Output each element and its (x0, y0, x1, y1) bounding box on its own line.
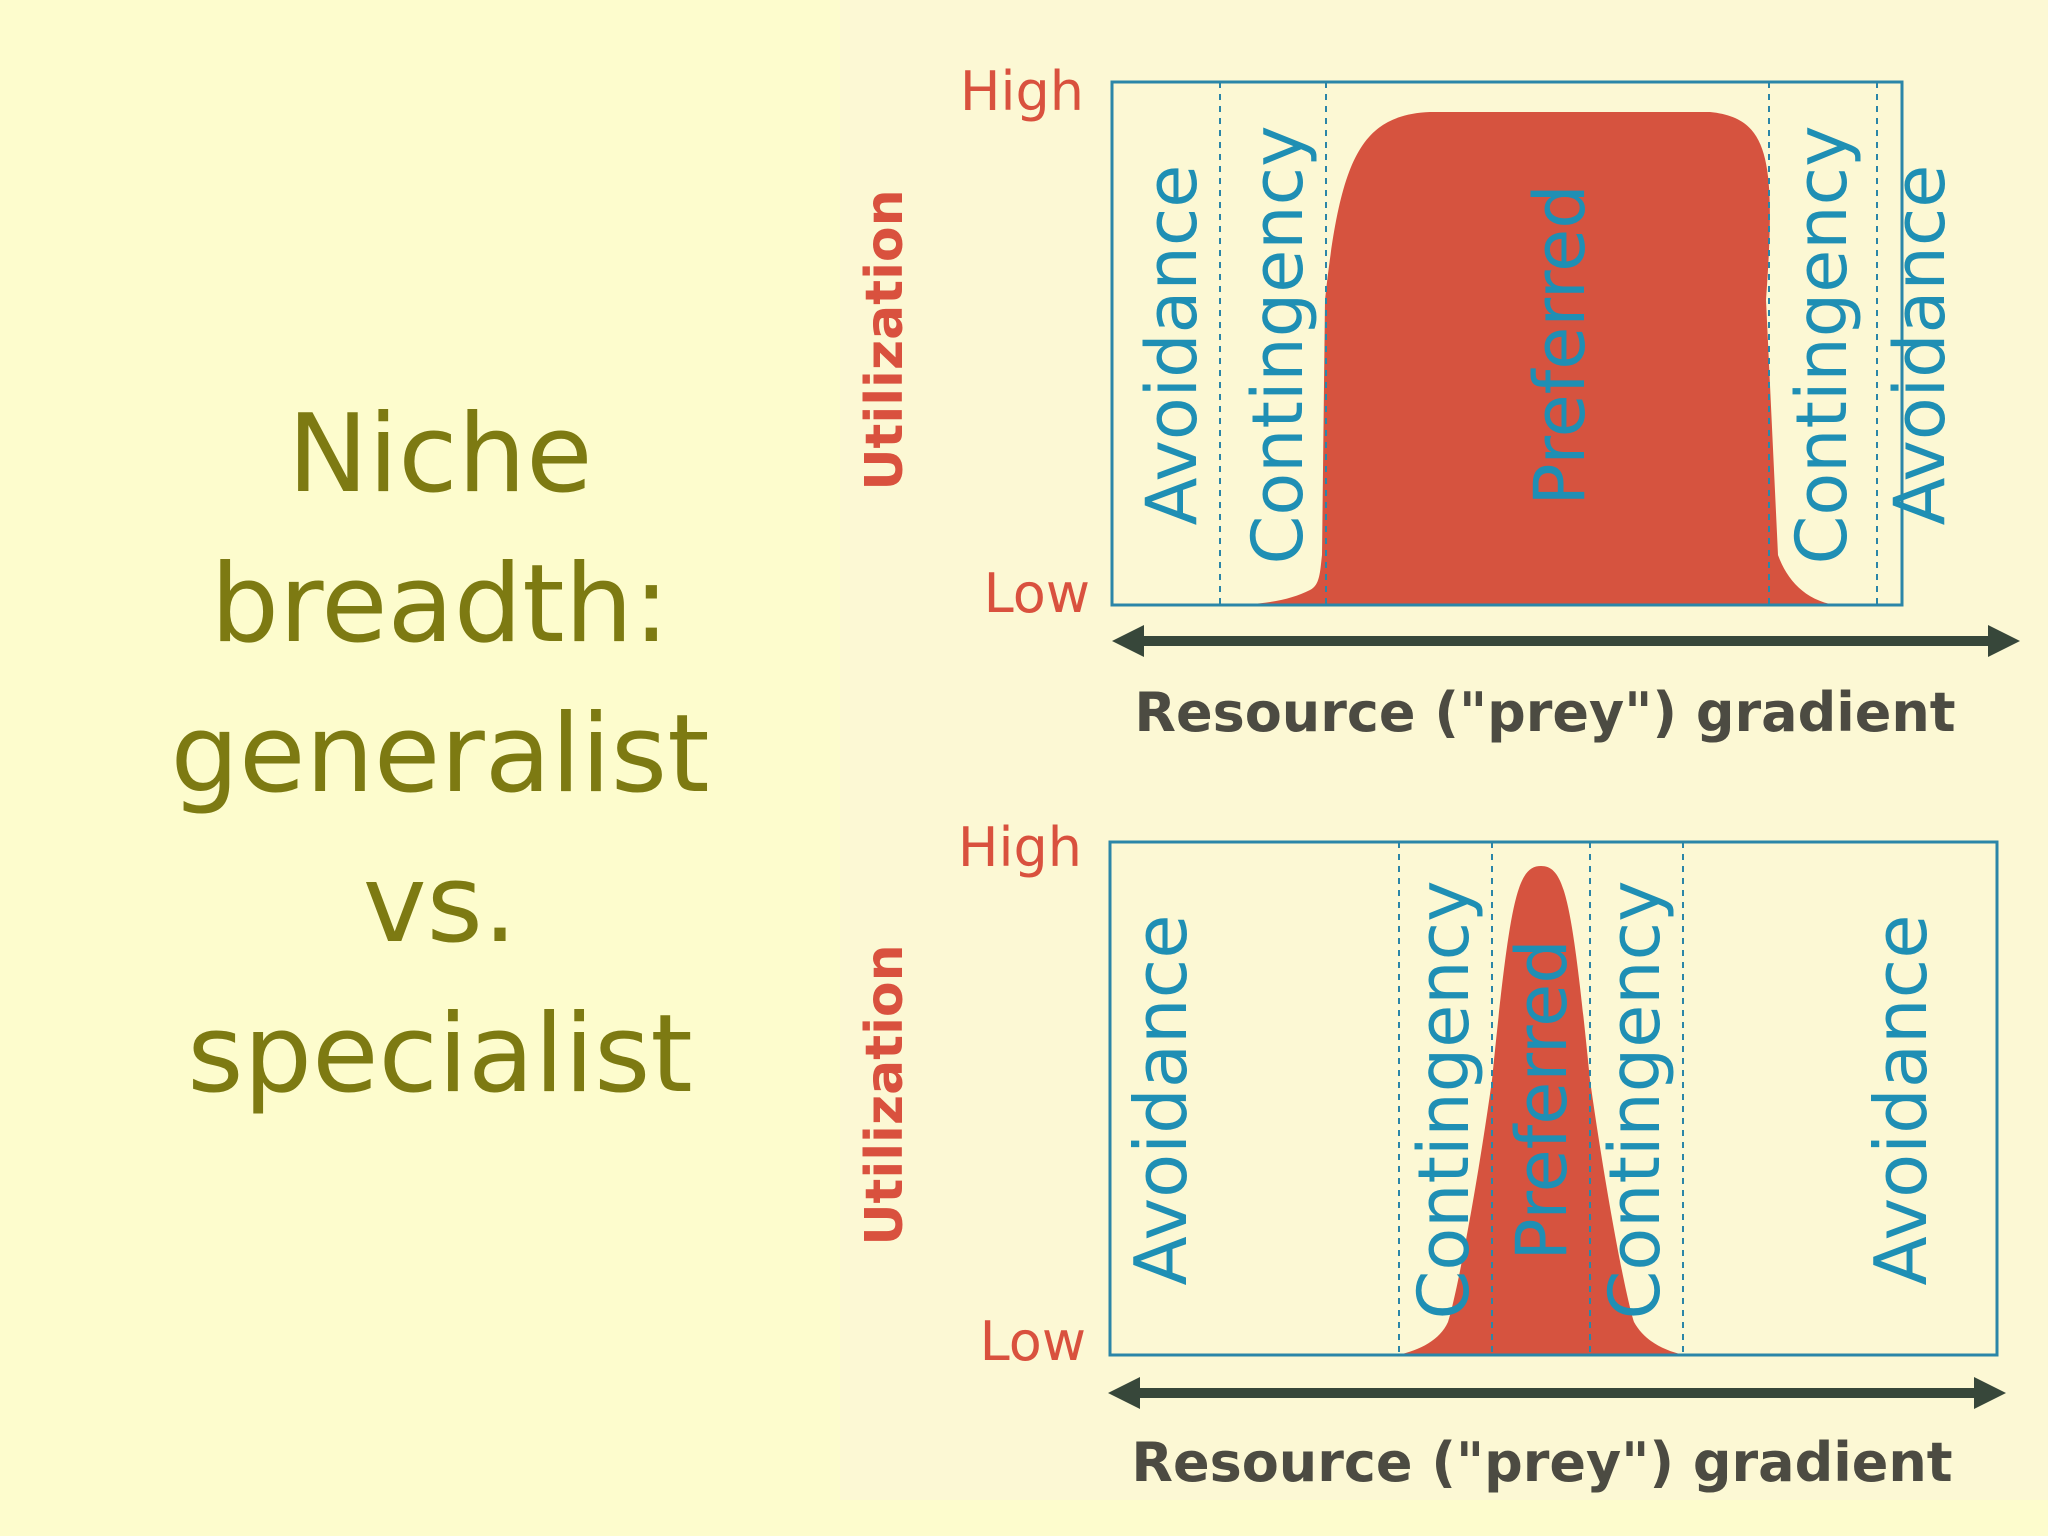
generalist-y-high-label: High (960, 60, 1084, 123)
generalist-y-axis-label: Utilization (855, 189, 915, 490)
title-line-breadth: breadth: (210, 542, 670, 667)
specialist-panel: High Low Utilization Avoidance Contingen… (855, 816, 2007, 1494)
slide-title: Niche breadth: generalist vs. specialist (40, 380, 840, 1130)
generalist-zone-avoidance-left: Avoidance (1131, 165, 1213, 526)
specialist-zone-contingency-left: Contingency (1403, 880, 1485, 1319)
specialist-zone-contingency-right: Contingency (1594, 880, 1676, 1319)
specialist-x-axis-label: Resource ("prey") gradient (1131, 1431, 1952, 1494)
specialist-y-high-label: High (958, 816, 1082, 879)
generalist-zone-preferred: Preferred (1519, 184, 1601, 505)
generalist-panel: High Low Utilization Avoidance Contingen… (855, 60, 2021, 744)
specialist-zone-preferred: Preferred (1501, 939, 1583, 1260)
generalist-zone-avoidance-right: Avoidance (1879, 165, 1961, 526)
generalist-utilization-curve (1222, 112, 1835, 605)
specialist-zone-avoidance-right: Avoidance (1859, 914, 1943, 1285)
specialist-y-axis-label: Utilization (855, 944, 915, 1245)
specialist-y-low-label: Low (980, 1310, 1086, 1373)
generalist-plot-frame (1110, 80, 1904, 607)
generalist-y-low-label: Low (984, 562, 1090, 625)
generalist-x-axis-label: Resource ("prey") gradient (1134, 681, 1955, 744)
title-line-vs: vs. (362, 842, 518, 967)
title-line-specialist: specialist (187, 992, 693, 1117)
specialist-utilization-curve (1398, 866, 1684, 1355)
title-line-niche: Niche (287, 392, 593, 517)
specialist-zone-avoidance-left: Avoidance (1119, 914, 1203, 1285)
generalist-zone-contingency-right: Contingency (1781, 125, 1863, 564)
title-line-generalist: generalist (170, 692, 710, 817)
specialist-plot-frame (1108, 840, 1999, 1357)
generalist-zone-contingency-left: Contingency (1237, 125, 1319, 564)
